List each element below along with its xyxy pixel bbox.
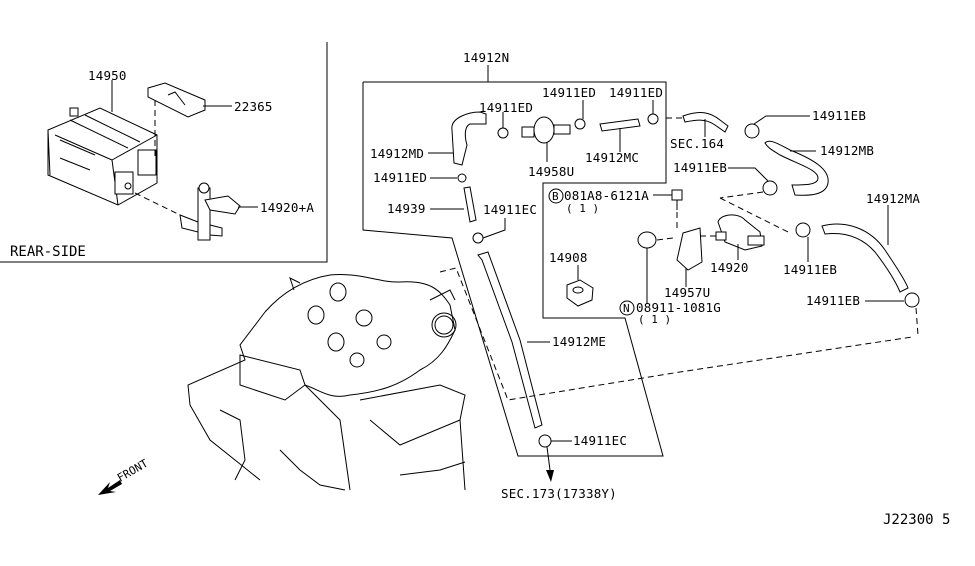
clamp-14911EC-drawing [538,434,552,448]
callout-14912MC[interactable]: 14912MC [585,150,639,165]
callout-14939[interactable]: 14939 [387,201,426,216]
grommet-drawing [637,231,657,249]
nut-mark-n-icon [619,300,635,316]
callout-14950[interactable]: 14950 [88,68,127,83]
leader-14911EB-1 [753,115,810,125]
down-arrow-icon [546,470,554,482]
hose-14912MD-drawing [451,111,487,166]
clamp-14911ED-drawing [574,118,586,130]
callout-14911EC-2[interactable]: 14911EC [573,433,627,448]
kit-border [362,81,667,457]
callout-14912ME[interactable]: 14912ME [552,334,606,349]
clamp-14911EB-drawing [904,292,920,308]
callout-14911ED-3[interactable]: 14911ED [609,85,663,100]
front-arrow: FRONT [98,457,151,495]
canister-14950-drawing [47,107,158,206]
bolt-drawing [671,189,683,201]
callout-14911EB-1[interactable]: 14911EB [812,108,866,123]
inset-border [0,42,328,263]
routing-dashed-line [439,267,913,401]
fitting-14939-drawing [463,186,477,223]
callout-14912MB[interactable]: 14912MB [820,143,874,158]
hose-kit-box: 14912N 14912MD 14911ED 14911ED 14911ED 1… [362,50,913,457]
callout-14912MD[interactable]: 14912MD [370,146,424,161]
sensor-22365-drawing [147,82,206,118]
diagram-id: J22300 5 [883,512,950,528]
callout-14911EB-4[interactable]: 14911EB [806,293,860,308]
hose-14912MB-drawing [764,140,829,196]
guide-line [915,307,919,336]
callout-sec164[interactable]: SEC.164 [670,136,724,151]
callout-14911EB-2[interactable]: 14911EB [673,160,727,175]
callout-14911ED-2[interactable]: 14911ED [542,85,596,100]
callout-14911EB-3[interactable]: 14911EB [783,262,837,277]
nut-quantity: ( 1 ) [638,313,671,326]
callout-22365[interactable]: 22365 [234,99,273,114]
hose-sec164-drawing [682,112,729,133]
callout-bolt-081A8-6121A[interactable]: 081A8-6121A [564,188,649,203]
valve-bracket-group: B 081A8-6121A ( 1 ) 14957U N 08911-1081G… [548,188,765,326]
callout-14908[interactable]: 14908 [549,250,588,265]
callout-nut-08911-1081G[interactable]: 08911-1081G [636,300,721,315]
callout-14958U[interactable]: 14958U [528,164,574,179]
engine-drawing [187,273,466,491]
rear-side-inset: REAR-SIDE 14950 22365 [0,42,328,263]
hose-14912MA-drawing [821,223,909,293]
guide-line [134,192,181,216]
inset-title: REAR-SIDE [10,244,86,260]
callout-14911ED-4[interactable]: 14911ED [373,170,427,185]
callout-14920A[interactable]: 14920+A [260,200,314,215]
callout-14957U[interactable]: 14957U [664,285,710,300]
callout-14920[interactable]: 14920 [710,260,749,275]
clamp-14911EB-drawing [744,123,760,139]
leader-14911EB-2 [728,167,769,182]
callout-14911ED-1[interactable]: 14911ED [479,100,533,115]
callout-14912N[interactable]: 14912N [463,50,509,65]
bolt-mark-b: B [552,190,559,203]
clamp-14911ED-drawing [497,127,509,139]
leader-sec173 [546,446,551,471]
clamp-14911ED-drawing [647,113,659,125]
guide-line [719,197,791,234]
callout-14912MA[interactable]: 14912MA [866,191,920,206]
bracket-14957U-drawing [676,227,703,271]
guide-line [656,237,674,241]
callout-sec173[interactable]: SEC.173(17338Y) [501,486,617,501]
clamp-14911EC-drawing [472,232,484,244]
nut-mark-n: N [623,302,630,315]
clamp-14911ED-drawing [457,173,467,183]
valve-14920A-drawing [179,182,241,241]
front-label: FRONT [115,457,151,485]
guide-line [719,191,764,199]
clamp-14911EB-drawing [762,180,778,196]
check-valve-14958U-drawing [521,116,571,144]
right-hose-group: SEC.164 14911EB 14912MB 14911EB 14911EB … [666,108,920,336]
callout-14911EC-1[interactable]: 14911EC [483,202,537,217]
leader-14911EC-1 [482,218,506,239]
valve-14920-drawing [715,214,765,251]
bolt-mark-b-icon [548,188,564,204]
bolt-quantity: ( 1 ) [566,202,599,215]
clamp-14911EB-drawing [795,222,811,238]
hose-14912ME-drawing [477,251,543,429]
front-direction-arrow-icon [98,480,122,495]
hose-14912MC-drawing [599,118,641,132]
